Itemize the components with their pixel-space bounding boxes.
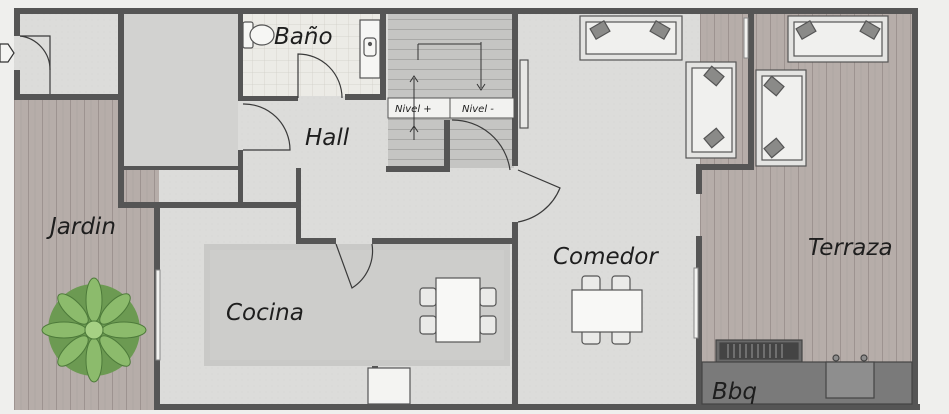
room-label-bano: Baño (274, 24, 333, 50)
kitchen-appliance (367, 367, 411, 405)
sofa-right (685, 61, 737, 159)
sofa-top (579, 15, 683, 61)
stair-down-arrow-icon (476, 42, 486, 91)
sink-icon (359, 19, 381, 79)
room-label-jardin: Jardin (46, 214, 116, 240)
bano-door (297, 53, 343, 99)
room-label-cocina: Cocina (226, 300, 304, 326)
kitchen-table (419, 277, 497, 343)
hall-door-left (242, 103, 291, 151)
plant-icon (41, 277, 147, 383)
entrance-arrow-icon (0, 43, 15, 63)
tv-unit (519, 59, 529, 129)
dining-table (571, 275, 643, 345)
room-label-bbq: Bbq (712, 379, 757, 405)
terraza-sofa-top (787, 15, 889, 63)
bbq-area (701, 339, 913, 405)
entry-door (20, 35, 51, 94)
staircase (388, 14, 514, 168)
room-label-comedor: Comedor (553, 244, 659, 270)
stair-up-label: Nivel + (395, 104, 432, 115)
cocina-door (335, 243, 374, 289)
room-label-terraza: Terraza (808, 235, 893, 261)
stair-down-label: Nivel - (462, 104, 494, 115)
terraza-sofa-left (755, 69, 807, 167)
comedor-door (517, 169, 561, 223)
bedroom-floor (124, 12, 238, 168)
toilet-icon (242, 21, 275, 49)
stair-door (451, 119, 511, 171)
room-label-hall: Hall (305, 125, 350, 151)
